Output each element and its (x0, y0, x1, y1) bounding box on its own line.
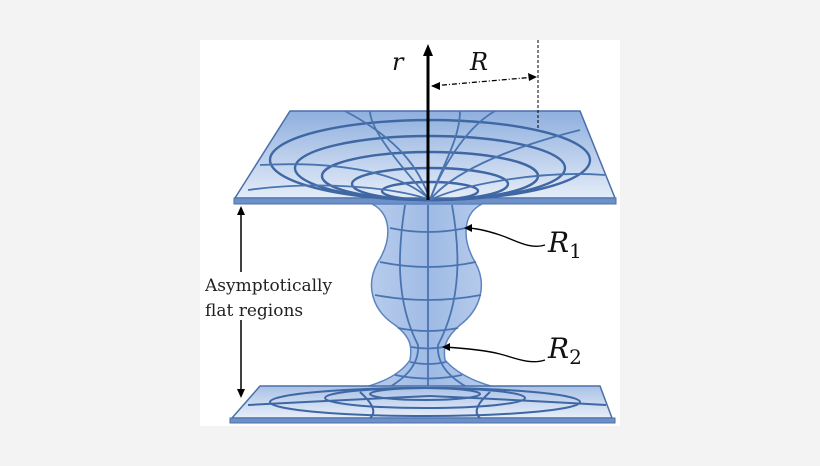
wormhole-throat (344, 203, 516, 393)
throat2-pointer (442, 343, 546, 363)
region-label-line2: flat regions (205, 301, 303, 321)
throat1-pointer (464, 224, 546, 247)
lower-flat-region (229, 385, 616, 424)
axis-label-r: r (392, 48, 405, 76)
region-label-line1: Asymptotically (204, 276, 332, 296)
upper-flat-region (233, 110, 617, 205)
radial-axis (423, 44, 433, 200)
radius-label-R: R (469, 48, 488, 76)
radius-indicator (431, 40, 539, 128)
flat-region-span-arrow (237, 206, 245, 398)
throat1-label: R1 (547, 226, 582, 263)
throat2-label: R2 (547, 332, 582, 369)
